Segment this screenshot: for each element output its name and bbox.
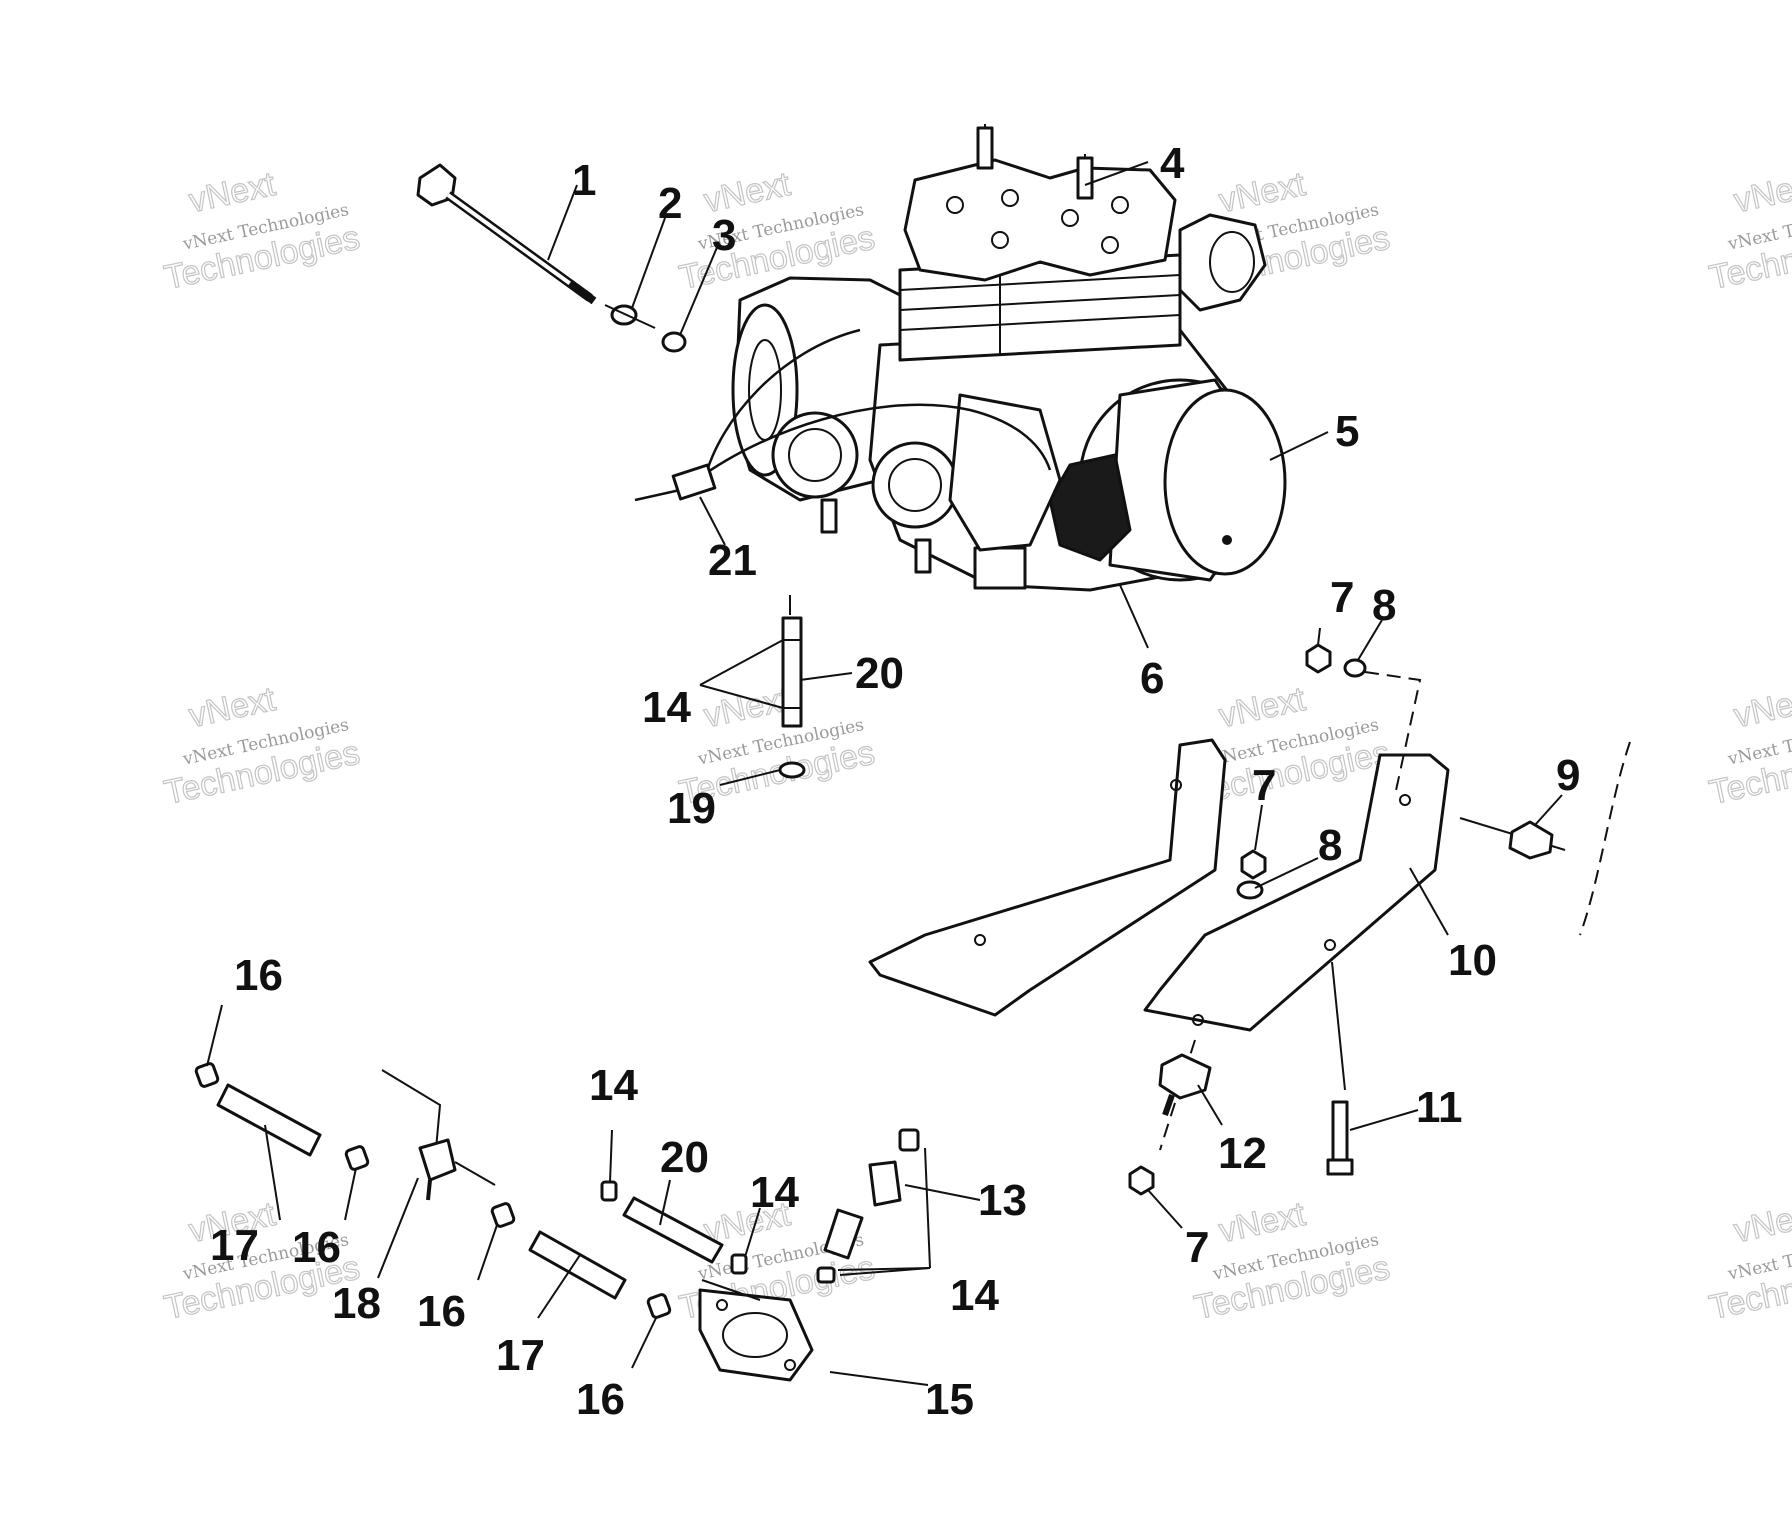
callout-2: 2 [658,179,682,228]
part-7-nuts [1128,643,1332,1196]
watermark-vnext: vNext [1216,680,1309,735]
callout-6: 6 [1140,654,1164,703]
callout-16b: 16 [292,1223,341,1272]
part-8-washers [1236,658,1367,900]
callout-1: 1 [572,156,596,205]
callout-3: 3 [712,211,736,260]
callout-14b: 14 [589,1061,638,1110]
callout-12: 12 [1218,1129,1267,1178]
callout-5: 5 [1335,407,1359,456]
callout-20b: 20 [660,1133,709,1182]
part-13-hoses [816,1128,920,1284]
part-11-bolt [1326,961,1354,1176]
watermark-vnext: vNext [1731,680,1792,735]
part-2-washer [604,304,656,329]
callout-21: 21 [708,536,757,585]
callout-14c: 14 [750,1168,799,1217]
part-1-bolt [416,163,597,305]
callout-16c: 16 [417,1287,466,1336]
callout-20a: 20 [855,649,904,698]
callout-13: 13 [978,1176,1027,1225]
callout-15: 15 [925,1375,974,1424]
callout-16a: 16 [234,951,283,1000]
watermark-12: vNext vNext Technologies Technologies [1705,1194,1792,1327]
watermark-8: vNext vNext Technologies Technologies [1705,679,1792,812]
callout-4: 4 [1160,139,1185,188]
callout-8b: 8 [1318,821,1342,870]
part-20-hose-upper [778,595,806,779]
watermark-2: vNext vNext Technologies Technologies [675,164,878,297]
callout-labels: 1 2 3 4 5 6 7 8 14 20 19 21 7 8 9 10 11 … [210,139,1580,1424]
watermark-vnext: vNext [1216,165,1309,220]
part-15-plate [698,1279,814,1382]
part-3-washer [661,331,687,353]
callout-10: 10 [1448,936,1497,985]
part-12-mount [1158,1039,1212,1151]
watermark-vnext: vNext [186,165,279,220]
callout-19: 19 [667,784,716,833]
callout-17b: 17 [496,1331,545,1380]
part-16-caps [194,1062,672,1319]
watermark-1: vNext vNext Technologies Technologies [160,164,363,297]
callout-7c: 7 [1185,1223,1209,1272]
callout-16d: 16 [576,1375,625,1424]
callout-17a: 17 [210,1221,259,1270]
watermark-vnext: vNext [1731,1195,1792,1250]
part-17-hoses [216,1083,627,1300]
leader-lines [206,161,1563,1386]
callout-9: 9 [1556,751,1580,800]
engine-assembly [731,124,1287,592]
callout-14d: 14 [950,1271,999,1320]
part-9-isolator [1459,817,1566,860]
part-10-brackets [868,738,1450,1032]
part-18-fitting [381,1069,496,1201]
callout-14a: 14 [642,683,691,732]
watermark-vnext: vNext [186,680,279,735]
part-20-hose-lower [600,1180,748,1275]
callout-18: 18 [332,1279,381,1328]
callout-7b: 7 [1252,761,1276,810]
watermark-5: vNext vNext Technologies Technologies [160,679,363,812]
callout-7a: 7 [1330,573,1354,622]
watermark-vnext: vNext [1731,165,1792,220]
throttle-cable [634,328,1052,502]
callout-8a: 8 [1372,581,1396,630]
watermark-4: vNext vNext Technologies Technologies [1705,164,1792,297]
watermark-vnext: vNext [1216,1195,1309,1250]
callout-11: 11 [1416,1083,1463,1132]
